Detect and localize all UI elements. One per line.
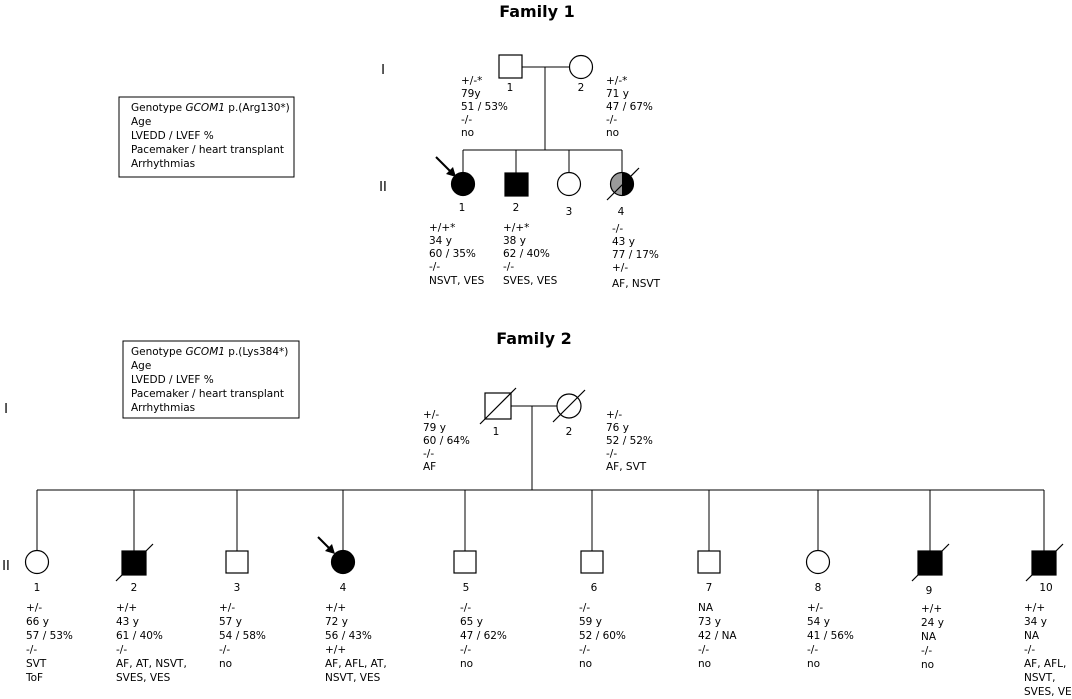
- family-2-I-1: 1 +/- 79 y 60 / 64% -/- AF: [423, 387, 517, 473]
- individual-number: 3: [234, 582, 241, 594]
- female-half-grey-symbol: [610, 172, 622, 196]
- individual-number: 7: [706, 582, 713, 594]
- deceased-slash: [479, 387, 517, 425]
- family-2-legend-box: [122, 340, 300, 419]
- deceased-slash: [1025, 543, 1064, 582]
- family-2-legend-arrhythmias: Arrhythmias: [131, 402, 195, 414]
- individual-info: -/- 59 y 52 / 60% -/- no: [579, 602, 629, 670]
- family-1-II-1: 1 +/+* 34 y 60 / 35% -/- NSVT, VES: [429, 156, 485, 287]
- family-2-legend-lvedd: LVEDD / LVEF %: [131, 374, 214, 386]
- family-1-legend-age: Age: [131, 116, 151, 128]
- family-2-II-3: 3 +/- 57 y 54 / 58% -/- no: [219, 550, 269, 670]
- family-2-II-1: 1 +/- 66 y 57 / 53% -/- SVT ToF: [24, 549, 76, 684]
- individual-number: 5: [463, 582, 470, 594]
- family-2-generation-II-label: II: [2, 559, 10, 574]
- family-1-title: Family 1: [499, 2, 575, 21]
- female-symbol: [24, 549, 50, 575]
- individual-info: +/- 76 y 52 / 52% -/- AF, SVT: [606, 409, 656, 473]
- family-2-II-4: 4 +/+ 72 y 56 / 43% +/+ AF, AFL, AT, NSV…: [317, 536, 390, 684]
- family-1-legend: Genotype GCOM1 p.(Arg130*) Age LVEDD / L…: [118, 96, 295, 178]
- individual-info: -/- 43 y 77 / 17% +/- AF, NSVT: [612, 223, 662, 290]
- family-2-legend-pacemaker: Pacemaker / heart transplant: [131, 388, 284, 400]
- family-2-II-6: 6 -/- 59 y 52 / 60% -/- no: [579, 550, 629, 670]
- proband-arrow-icon: [317, 536, 335, 554]
- individual-info: +/-* 79y 51 / 53% -/- no: [461, 75, 511, 139]
- family-1-legend-lvedd: LVEDD / LVEF %: [131, 130, 214, 142]
- family-2-title: Family 2: [496, 329, 572, 348]
- proband-arrow-icon: [435, 156, 456, 177]
- male-symbol: [580, 550, 604, 574]
- individual-info: +/- 66 y 57 / 53% -/- SVT ToF: [25, 602, 76, 684]
- family-2-generation-I-label: I: [4, 402, 8, 417]
- individual-info: +/+* 38 y 62 / 40% -/- SVES, VES: [503, 222, 558, 287]
- individual-number: 1: [34, 582, 41, 594]
- individual-number: 10: [1039, 582, 1052, 594]
- individual-info: +/- 54 y 41 / 56% -/- no: [807, 602, 857, 670]
- female-symbol: [568, 54, 594, 80]
- family-2-II-10: 10 +/+ 34 y NA -/- AF, AFL, NSVT, SVES, …: [1024, 543, 1072, 698]
- family-2-lines: [36, 405, 1045, 551]
- individual-info: +/+ 72 y 56 / 43% +/+ AF, AFL, AT, NSVT,…: [325, 602, 390, 684]
- individual-info: +/+ 34 y NA -/- AF, AFL, NSVT, SVES, VES: [1024, 602, 1072, 698]
- male-affected-symbol: [504, 172, 529, 197]
- family-1-legend-genotype: Genotype GCOM1 p.(Arg130*): [131, 102, 290, 114]
- family-1-legend-pacemaker: Pacemaker / heart transplant: [131, 144, 284, 156]
- family-2-II-8: 8 +/- 54 y 41 / 56% -/- no: [805, 549, 857, 670]
- family-2-II-5: 5 -/- 65 y 47 / 62% -/- no: [453, 550, 510, 670]
- family-1-II-2: 2 +/+* 38 y 62 / 40% -/- SVES, VES: [503, 172, 558, 287]
- individual-number: 1: [507, 82, 514, 94]
- family-1-lines: [462, 66, 623, 173]
- female-affected-symbol: [330, 549, 356, 575]
- family-1-legend-box: [118, 96, 295, 178]
- deceased-slash: [552, 389, 586, 423]
- male-symbol: [498, 54, 523, 79]
- individual-info: +/- 79 y 60 / 64% -/- AF: [423, 409, 473, 473]
- individual-number: 2: [513, 202, 520, 214]
- individual-number: 3: [566, 206, 573, 218]
- individual-info: +/+* 34 y 60 / 35% -/- NSVT, VES: [429, 222, 485, 287]
- individual-number: 8: [815, 582, 822, 594]
- family-1-II-3: 3: [556, 171, 582, 218]
- deceased-slash: [911, 543, 950, 582]
- family-2-II-9: 9 +/+ 24 y NA -/- no: [911, 543, 950, 671]
- family-2-II-7: 7 NA 73 y 42 / NA -/- no: [697, 550, 740, 670]
- family-2-legend-age: Age: [131, 360, 151, 372]
- individual-number: 2: [131, 582, 138, 594]
- individual-number: 4: [340, 582, 347, 594]
- family-1-II-4: 4 -/- 43 y 77 / 17% +/- AF, NSVT: [606, 167, 662, 290]
- male-symbol: [697, 550, 721, 574]
- male-symbol: [453, 550, 477, 574]
- family-2-legend-genotype: Genotype GCOM1 p.(Lys384*): [131, 346, 288, 358]
- family-2-II-2: 2 +/+ 43 y 61 / 40% -/- AF, AT, NSVT, SV…: [115, 543, 190, 684]
- family-1-generation-II-label: II: [379, 180, 387, 195]
- individual-info: +/- 57 y 54 / 58% -/- no: [219, 602, 269, 670]
- individual-number: 6: [591, 582, 598, 594]
- family-1-I-1: 1 +/-* 79y 51 / 53% -/- no: [461, 54, 523, 139]
- family-2: Family 2 I II Genotype GCOM1 p.(Lys384*)…: [2, 329, 1072, 698]
- individual-number: 1: [459, 202, 466, 214]
- family-2-I-2: 2 +/- 76 y 52 / 52% -/- AF, SVT: [552, 389, 656, 473]
- individual-number: 4: [618, 206, 625, 218]
- deceased-slash: [606, 167, 640, 201]
- individual-number: 2: [566, 426, 573, 438]
- individual-number: 9: [926, 585, 933, 597]
- individual-info: +/+ 43 y 61 / 40% -/- AF, AT, NSVT, SVES…: [116, 602, 190, 684]
- individual-number: 2: [578, 82, 585, 94]
- family-1-legend-arrhythmias: Arrhythmias: [131, 158, 195, 170]
- family-1: Family 1 I II Genotype GCOM1 p.(Arg130*)…: [118, 2, 662, 290]
- family-1-I-2: 2 +/-* 71 y 47 / 67% -/- no: [568, 54, 656, 139]
- female-symbol: [805, 549, 831, 575]
- female-symbol: [556, 171, 582, 197]
- individual-info: +/+ 24 y NA -/- no: [921, 603, 947, 671]
- deceased-slash: [115, 543, 154, 582]
- individual-info: -/- 65 y 47 / 62% -/- no: [460, 602, 510, 670]
- individual-info: NA 73 y 42 / NA -/- no: [698, 602, 740, 670]
- female-affected-symbol: [450, 171, 476, 197]
- male-symbol: [225, 550, 249, 574]
- individual-info: +/-* 71 y 47 / 67% -/- no: [606, 75, 656, 139]
- family-1-generation-I-label: I: [381, 63, 385, 78]
- family-2-legend: Genotype GCOM1 p.(Lys384*) Age LVEDD / L…: [122, 340, 300, 419]
- individual-number: 1: [493, 426, 500, 438]
